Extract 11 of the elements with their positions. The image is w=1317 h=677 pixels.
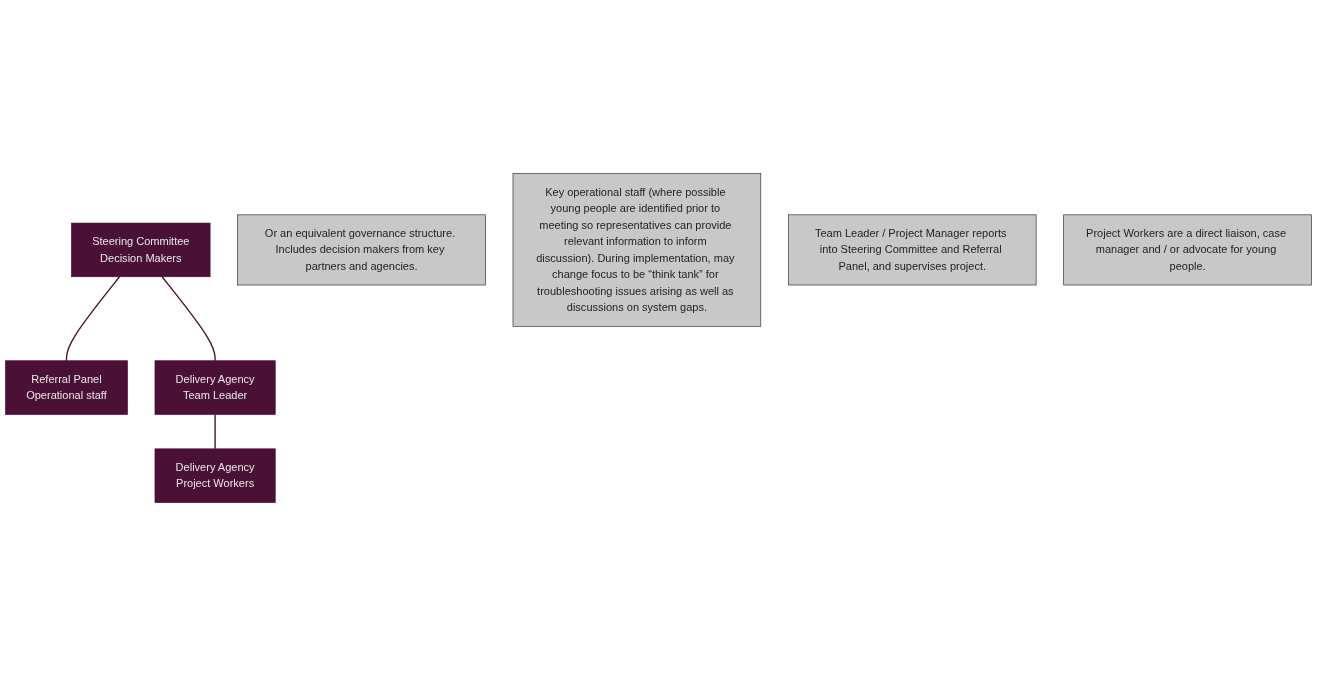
node-box: Or an equivalent governance structure. Includes decision makers from key partners and agencies. bbox=[237, 214, 486, 286]
connector bbox=[214, 414, 216, 450]
connector bbox=[161, 276, 216, 362]
node-box: Key operational staff (where possible young people are identified prior to meeting so representatives can provide relevant information to inform discussion). During implementation, may change focus to be “think tank” for troubleshooting issues arising as well as discussions on system gaps. bbox=[512, 173, 762, 328]
node-box: Delivery Agency Project Workers bbox=[154, 448, 276, 504]
node-box: Referral Panel Operational staff bbox=[5, 360, 128, 416]
node-box: Project Workers are a direct liaison, case manager and / or advocate for young people. bbox=[1063, 214, 1312, 286]
node-box: Steering Committee Decision Makers bbox=[71, 223, 211, 278]
node-box: Delivery Agency Team Leader bbox=[154, 360, 276, 416]
connector bbox=[65, 276, 121, 362]
node-box: Team Leader / Project Manager reports into Steering Committee and Referral Panel, and supervises project. bbox=[788, 214, 1037, 286]
